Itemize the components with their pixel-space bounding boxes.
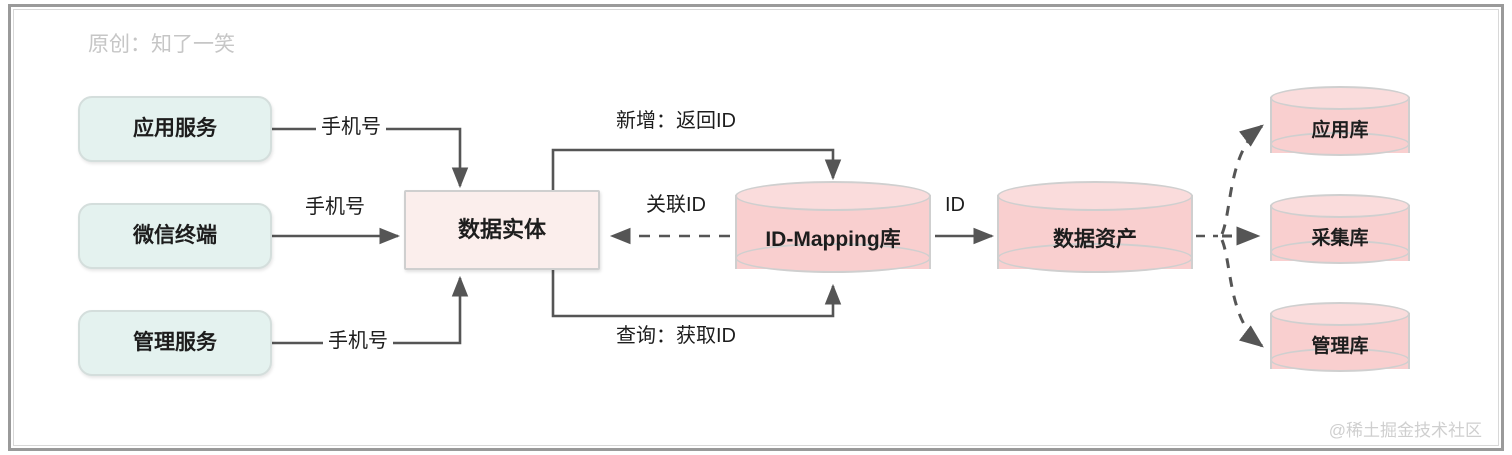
node-id-mapping-store-label: ID-Mapping库 [765,228,901,251]
node-manage-db-label: 管理库 [1311,336,1369,357]
edge-asset-to-app-db [1220,124,1264,235]
node-data-entity-label: 数据实体 [457,216,546,242]
node-app-service[interactable]: 应用服务 [78,96,272,162]
cylinder-top [997,181,1193,211]
cylinder-bottom [735,243,931,273]
edge-label-entity-to-mapping-query: 查询：获取ID [616,325,736,347]
cylinder-bottom [1270,132,1410,156]
node-collect-db-label: 采集库 [1311,228,1369,249]
edge-label-wechat-to-entity: 手机号 [305,196,365,218]
cylinder-top [1270,194,1410,218]
node-data-asset-store-label: 数据资产 [1053,228,1137,251]
node-data-entity[interactable]: 数据实体 [404,190,600,270]
cylinder-bottom [1270,240,1410,264]
watermark-site: @稀土掘金技术社区 [1328,421,1482,440]
node-manage-db[interactable]: 管理库 [1270,302,1410,386]
cylinder-top [1270,86,1410,110]
node-app-db[interactable]: 应用库 [1270,86,1410,170]
node-app-db-label: 应用库 [1311,120,1369,141]
watermark-author: 原创：知了一笑 [88,33,235,56]
cylinder-top [735,181,931,211]
node-wechat-client-label: 微信终端 [133,224,217,248]
edge-label-app-to-entity: 手机号 [316,116,386,138]
cylinder-top [1270,302,1410,326]
edge-label-mapping-to-asset: ID [945,194,965,216]
node-app-service-label: 应用服务 [133,117,217,141]
cylinder-bottom [1270,348,1410,372]
edge-label-mapping-to-entity-link: 关联ID [646,194,706,216]
node-admin-service[interactable]: 管理服务 [78,310,272,376]
edge-label-entity-to-mapping-create: 新增：返回ID [616,110,736,132]
node-id-mapping-store[interactable]: ID-Mapping库 [735,181,931,291]
node-data-asset-store[interactable]: 数据资产 [997,181,1193,291]
node-wechat-client[interactable]: 微信终端 [78,203,272,269]
node-collect-db[interactable]: 采集库 [1270,194,1410,278]
node-admin-service-label: 管理服务 [133,331,217,355]
edge-asset-to-manage-db [1220,239,1264,348]
edge-label-admin-to-entity: 手机号 [323,330,393,352]
cylinder-bottom [997,243,1193,273]
